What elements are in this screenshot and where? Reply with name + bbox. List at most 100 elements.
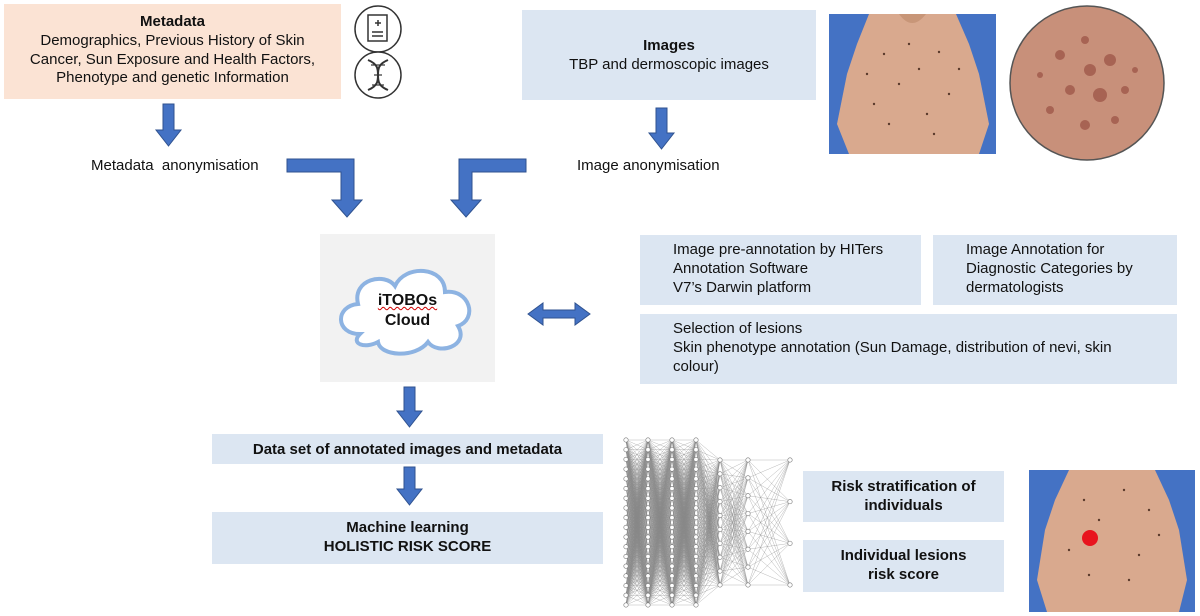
nn-node (693, 495, 699, 501)
nn-edge (695, 501, 721, 538)
nn-edge (625, 439, 649, 518)
nn-edge (671, 507, 697, 547)
nn-edge (625, 449, 649, 460)
nn-edge (695, 501, 721, 557)
nn-edge (625, 537, 649, 606)
nn-edge (747, 501, 791, 514)
nn-edge (695, 473, 721, 606)
nn-edge (625, 527, 649, 596)
nn-edge (671, 536, 697, 557)
nn-edge (625, 449, 649, 586)
nn-node (623, 437, 629, 443)
nn-node (693, 573, 699, 579)
back-photo-image (829, 14, 996, 154)
nn-edge (671, 459, 697, 509)
nn-edge (671, 439, 697, 547)
nn-node (623, 495, 629, 501)
nn-node (693, 447, 699, 453)
nn-edge (671, 439, 697, 528)
nn-edge (719, 513, 749, 572)
nn-edge (695, 507, 721, 544)
nn-edge (671, 527, 697, 567)
nn-edge (695, 473, 721, 567)
nn-edge (671, 498, 697, 538)
nn-edge (671, 449, 697, 586)
nn-edge (719, 459, 749, 532)
nn-edge (695, 543, 721, 576)
nn-edge (719, 477, 749, 544)
nn-edge (625, 517, 649, 576)
nn-edge (719, 477, 749, 586)
nn-edge (625, 459, 649, 518)
nn-edge (625, 449, 649, 460)
nn-node (669, 486, 675, 492)
risk-strat-line-2: individuals (864, 496, 943, 514)
nn-edge (647, 439, 673, 538)
nn-edge (671, 459, 697, 518)
nn-edge (625, 469, 649, 518)
nn-edge (647, 478, 673, 528)
nn-edge (695, 488, 721, 586)
nn-edge (625, 439, 649, 470)
nn-edge (647, 507, 673, 567)
nn-edge (671, 439, 697, 586)
nn-edge (695, 507, 721, 586)
nn-edge (647, 527, 673, 567)
nn-edge (719, 513, 749, 530)
nn-edge (719, 529, 749, 586)
down-arrow-icon (154, 103, 183, 147)
nn-edge (671, 449, 697, 538)
nn-edge (647, 527, 673, 586)
nn-edge (647, 478, 673, 509)
nn-edge (719, 566, 749, 572)
cloud-icon (339, 269, 472, 356)
nn-edge (719, 515, 749, 568)
nn-edge (625, 546, 649, 606)
nn-edge (647, 527, 673, 576)
nn-edge (625, 469, 649, 509)
nn-edge (671, 449, 697, 576)
nn-edge (625, 488, 649, 528)
nn-edge (695, 439, 721, 488)
nn-edge (625, 478, 649, 586)
nn-edge (625, 449, 649, 576)
nn-edge (671, 517, 697, 576)
nn-edge (647, 469, 673, 518)
nn-edge (647, 527, 673, 557)
nn-edge (695, 473, 721, 479)
nn-edge (625, 469, 649, 576)
nn-node (645, 476, 651, 482)
nn-edge (671, 595, 697, 606)
nn-edge (647, 585, 673, 596)
nn-edge (647, 517, 673, 557)
nn-edge (671, 517, 697, 547)
nn-edge (647, 595, 673, 606)
nn-edge (647, 449, 673, 479)
nn-edge (695, 501, 721, 586)
nn-edge (671, 537, 697, 606)
nn-edge (647, 566, 673, 606)
nn-edge (625, 536, 649, 576)
nn-edge (695, 439, 721, 572)
nn-edge (625, 439, 649, 576)
nn-edge (625, 449, 649, 499)
nn-edge (671, 439, 697, 538)
nn-edge (695, 515, 721, 547)
nn-edge (671, 575, 697, 596)
nn-edge (671, 536, 697, 576)
nn-edge (695, 488, 721, 558)
nn-node (669, 447, 675, 453)
nn-edge (647, 527, 673, 606)
nn-edge (625, 585, 649, 596)
nn-edge (647, 507, 673, 557)
nn-edge (625, 517, 649, 528)
nn-edge (695, 557, 721, 577)
nn-edge (719, 459, 749, 478)
nn-edge (625, 536, 649, 586)
nn-edge (647, 459, 673, 596)
nn-edge (625, 478, 649, 538)
nn-edge (625, 449, 649, 479)
nn-edge (695, 487, 721, 499)
nn-edge (671, 536, 697, 567)
nn-edge (671, 478, 697, 596)
